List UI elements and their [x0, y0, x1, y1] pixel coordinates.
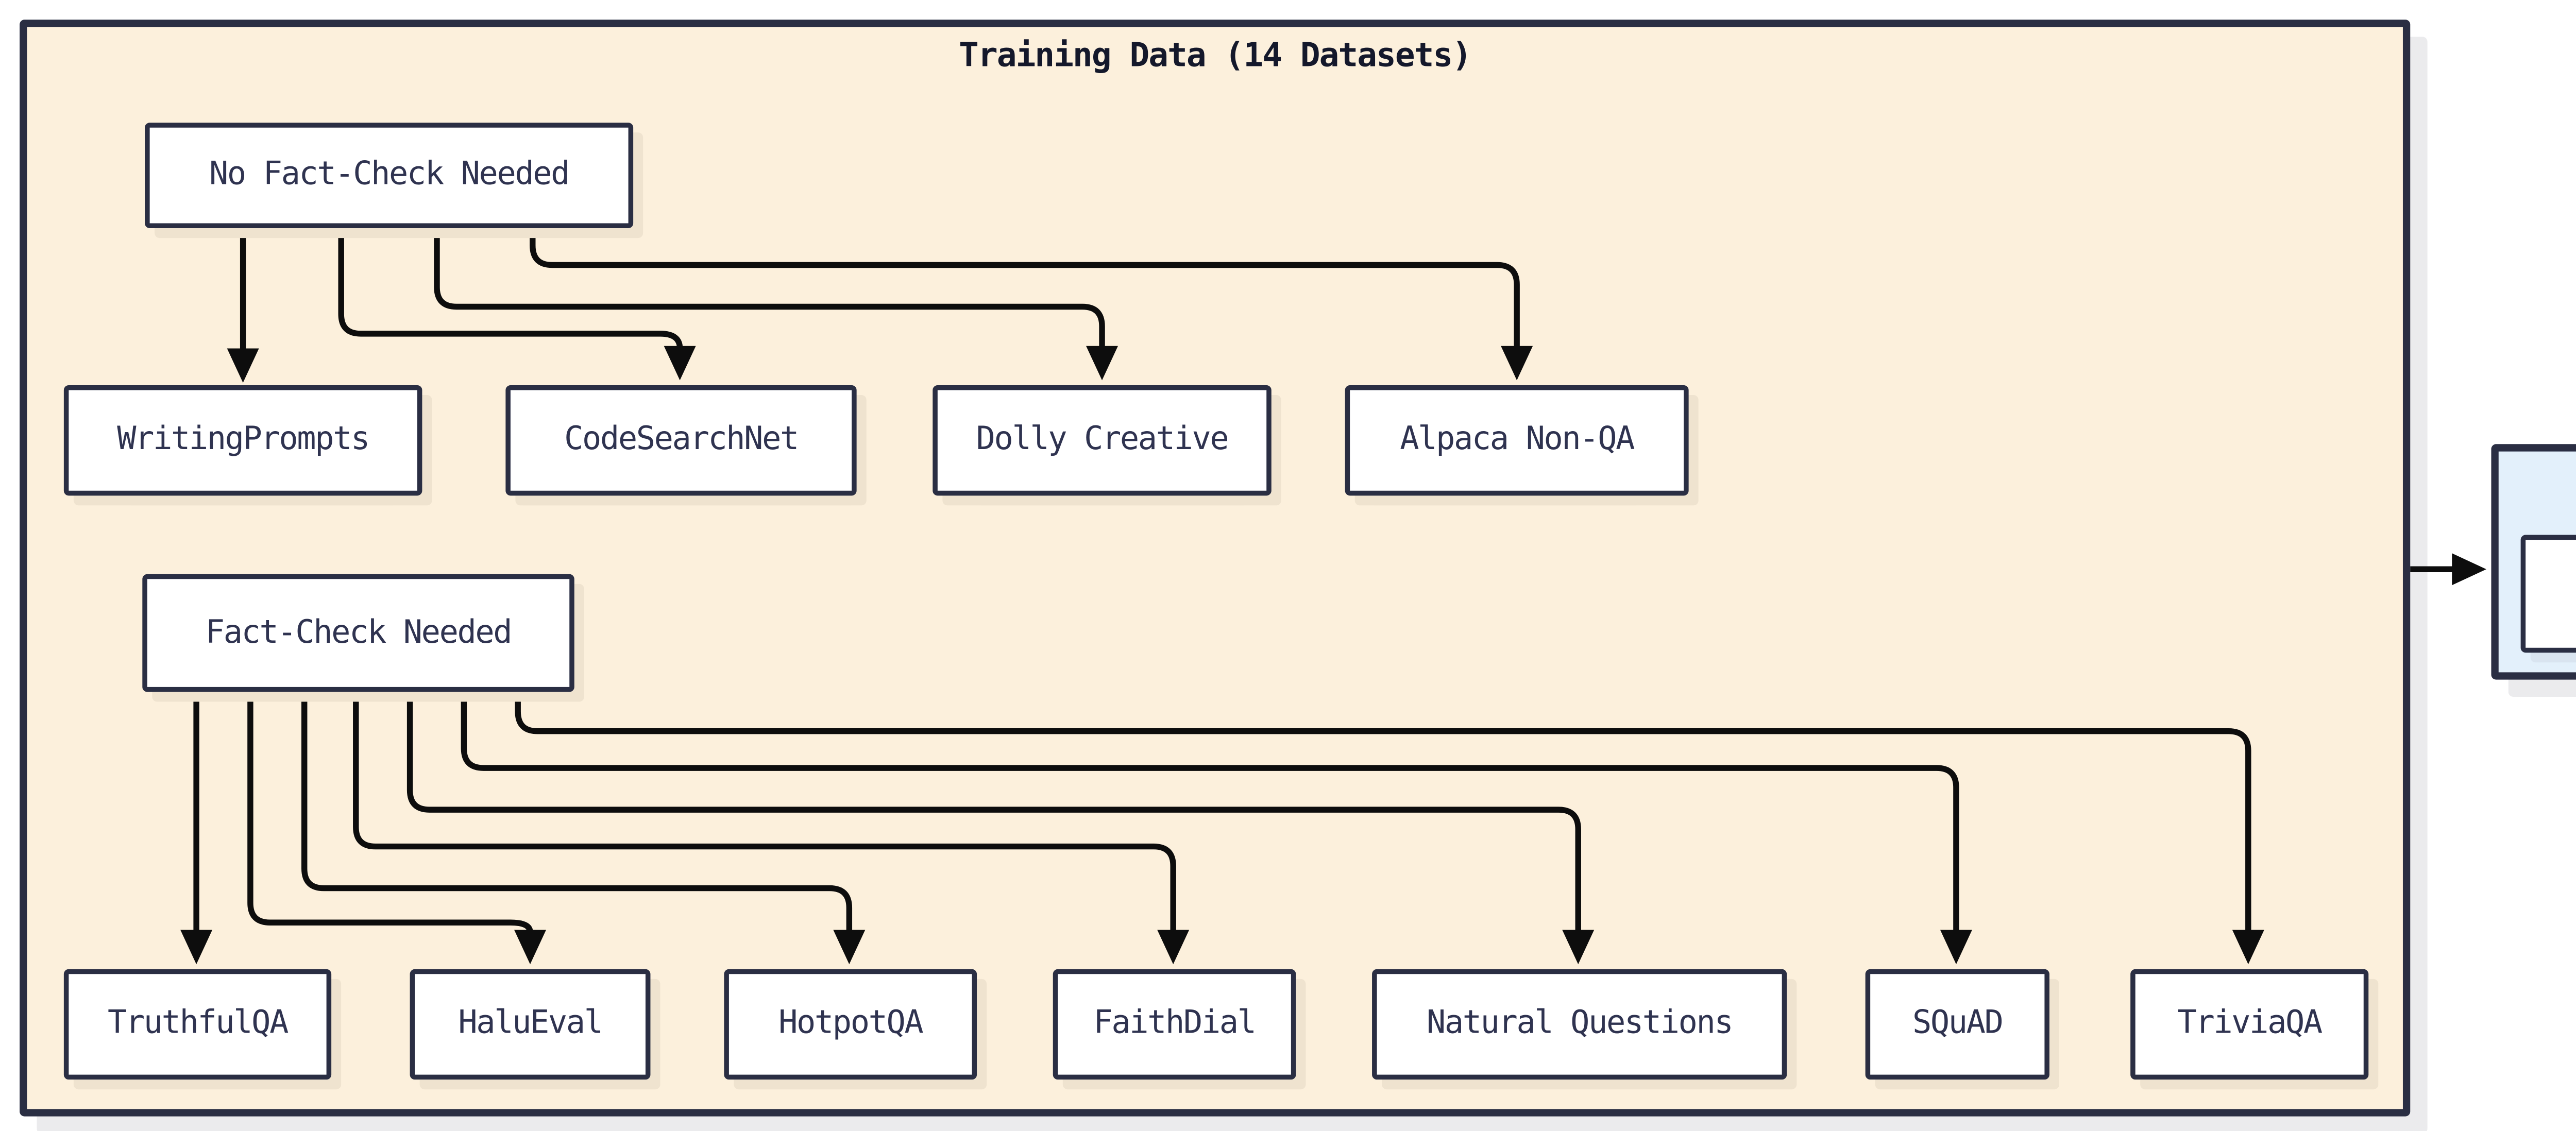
node-alpaca-non-qa: Alpaca Non-QA [1345, 385, 1689, 496]
node-squad: SQuAD [1865, 969, 2049, 1080]
halugate-sentinel-title: HaluGate Sentinel [2499, 461, 2576, 501]
node-truthfulqa: TruthfulQA [63, 969, 332, 1080]
node-modernbert-base: ModernBERT Base [2520, 535, 2576, 653]
node-dolly-creative: Dolly Creative [933, 385, 1272, 496]
node-codesearchnet: CodeSearchNet [505, 385, 857, 496]
node-hotpotqa: HotpotQA [724, 969, 977, 1080]
node-fact-check-needed: Fact-Check Needed [142, 574, 574, 692]
training-data-title: Training Data (14 Datasets) [959, 37, 1472, 76]
node-writingprompts: WritingPrompts [63, 385, 422, 496]
node-no-fact-check-needed: No Fact-Check Needed [145, 123, 634, 229]
node-triviaqa: TriviaQA [2130, 969, 2369, 1080]
node-faithdial: FaithDial [1053, 969, 1296, 1080]
node-natural-questions: Natural Questions [1372, 969, 1787, 1080]
arrowhead-right-icon [2452, 553, 2486, 586]
edge-trainingdata-to-halugate [2410, 553, 2486, 586]
node-halueval: HaluEval [410, 969, 651, 1080]
